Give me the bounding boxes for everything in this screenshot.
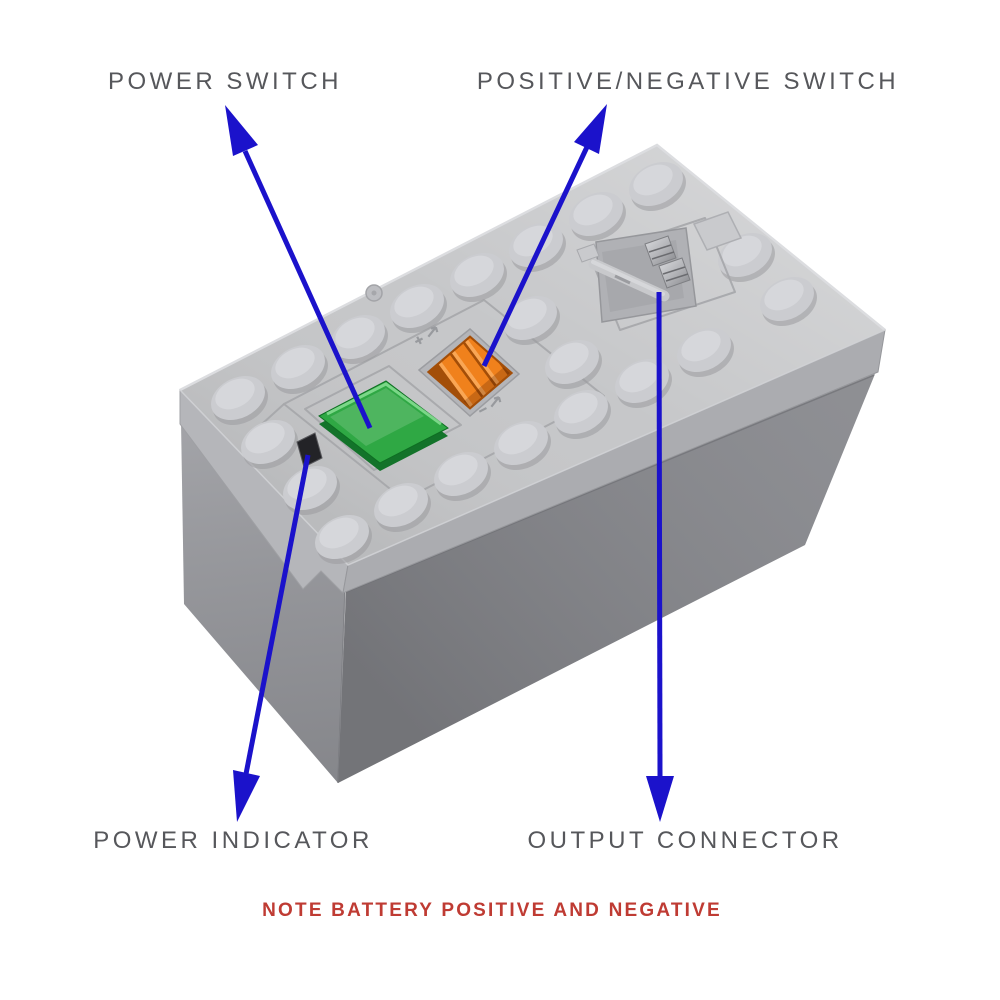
- label-positive-negative-switch: POSITIVE/NEGATIVE SWITCH: [476, 68, 900, 95]
- label-output-connector: OUTPUT CONNECTOR: [527, 827, 843, 854]
- connector-metal-contacts: [644, 235, 691, 289]
- body-front-shading: [338, 374, 875, 783]
- callout-arrows: [225, 104, 674, 822]
- pilot-hole: [365, 284, 383, 302]
- output-connector-arrow: [646, 291, 674, 822]
- power-button: [304, 365, 462, 471]
- power-switch-arrow: [225, 105, 373, 430]
- lid-back-edge-highlight: [179, 143, 886, 392]
- connector-latch-slot: [614, 274, 631, 285]
- positive-negative-switch-arrow: [481, 104, 607, 368]
- power-button-sheen: [330, 388, 424, 446]
- connector-latch-arm-highlight: [591, 260, 665, 296]
- power-button-groove: [304, 365, 462, 471]
- polarity-switch-slider: [426, 335, 514, 410]
- label-power-indicator: POWER INDICATOR: [93, 827, 373, 854]
- polarity-marks: [414, 326, 502, 413]
- power-button-highlight: [326, 382, 442, 426]
- output-connector: [576, 211, 743, 331]
- body-left-shading: [181, 420, 345, 783]
- connector-cover-plate: [692, 211, 743, 251]
- power-indicator-arrow: [233, 454, 311, 822]
- battery-polarity-note: NOTE BATTERY POSITIVE AND NEGATIVE: [262, 900, 722, 921]
- lid-front-edge-highlight: [179, 329, 886, 566]
- connector-latch-tab: [576, 243, 600, 263]
- power-indicator-slot: [296, 432, 323, 468]
- body-corner-edge: [337, 591, 346, 784]
- lid-top: [179, 143, 886, 573]
- polarity-switch: [417, 328, 521, 417]
- panel-groove-extension: [261, 403, 285, 425]
- label-power-switch: POWER SWITCH: [108, 68, 342, 95]
